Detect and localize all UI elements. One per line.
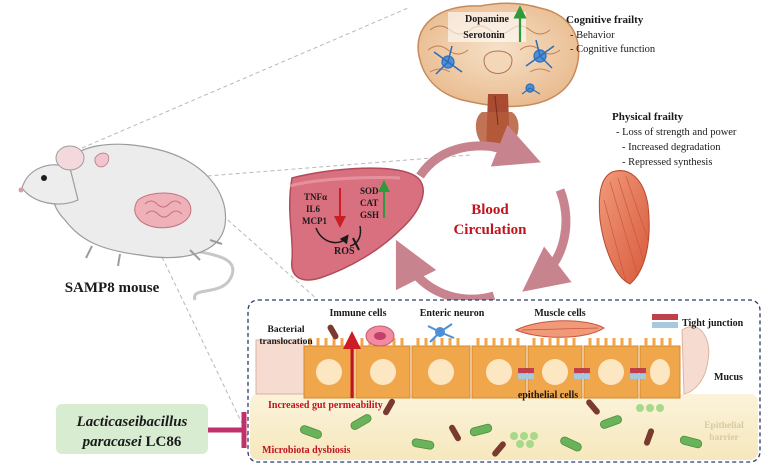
probiotic-species-italic: paracasei — [81, 434, 143, 450]
antioxidant-label: SOD — [360, 186, 379, 196]
physical-frailty-title: Physical frailty — [612, 111, 684, 123]
mouse-label: SAMP8 mouse — [65, 280, 160, 296]
circulation-label-line1: Blood — [471, 202, 509, 218]
muscle-cell — [514, 320, 605, 338]
mouse-illustration — [18, 143, 235, 301]
tight-junction-legend-label: Tight junction — [682, 318, 744, 329]
probiotic-strain: LC86 — [142, 434, 182, 450]
tight-junctions — [518, 368, 646, 379]
neurotransmitter-label-bg — [448, 12, 526, 42]
cytokine-label: IL6 — [306, 204, 321, 214]
increased-permeability-label: Increased gut permeability — [268, 400, 383, 411]
epithelial-barrier-label: Epithelial — [704, 421, 744, 431]
cytokine-label: MCP1 — [302, 216, 327, 226]
neuron-cells — [433, 39, 555, 95]
muscle-illustration — [598, 170, 650, 285]
immune-cell — [365, 325, 395, 347]
ros-curve-arrow — [315, 227, 349, 245]
muscle-cells-label: Muscle cells — [534, 308, 585, 319]
serotonin-label: Serotonin — [463, 30, 505, 41]
mucus-label: Mucus — [714, 372, 743, 383]
probiotic-species: paracasei LC86 — [81, 434, 182, 450]
gut-bacteria — [300, 324, 703, 457]
probiotic-genus: Lacticaseibacillus — [76, 414, 188, 430]
epithelial-cells-label: epithelial cells — [518, 390, 578, 401]
probiotic-box — [56, 404, 208, 454]
physical-frailty-item: - Repressed synthesis — [622, 157, 712, 168]
physical-frailty-item: - Loss of strength and power — [616, 127, 737, 138]
dopamine-label: Dopamine — [465, 14, 509, 25]
liver-illustration — [288, 167, 424, 281]
antioxidant-label: GSH — [360, 210, 379, 220]
cognitive-frailty-title: Cognitive frailty — [566, 14, 644, 26]
cognitive-frailty-item: - Behavior — [570, 30, 615, 41]
ros-inhibit-bar — [352, 237, 360, 251]
circulation-label-line2: Circulation — [453, 222, 527, 238]
ros-label: ROS — [334, 246, 355, 257]
circulation-arrows — [395, 124, 572, 304]
tight-junction-legend-swatch — [652, 314, 678, 328]
physical-frailty-item: - Increased degradation — [622, 142, 721, 153]
cognitive-frailty-item: - Cognitive function — [570, 44, 656, 55]
bacterial-translocation-label: Bacterial — [268, 325, 305, 335]
epithelium-row — [255, 326, 710, 399]
epithelial-barrier-label: barrier — [709, 433, 739, 443]
immune-cells-label: Immune cells — [330, 308, 387, 319]
enteric-neuron — [427, 323, 455, 343]
microbiota-dysbiosis-label: Microbiota dysbiosis — [262, 445, 351, 456]
gut-lumen — [250, 394, 758, 460]
enteric-neuron-label: Enteric neuron — [420, 308, 485, 319]
cytokine-label: TNFα — [304, 192, 327, 202]
antioxidant-label: CAT — [360, 198, 378, 208]
ros-block-curve — [349, 225, 362, 247]
bacterial-translocation-label: translocation — [259, 337, 313, 347]
